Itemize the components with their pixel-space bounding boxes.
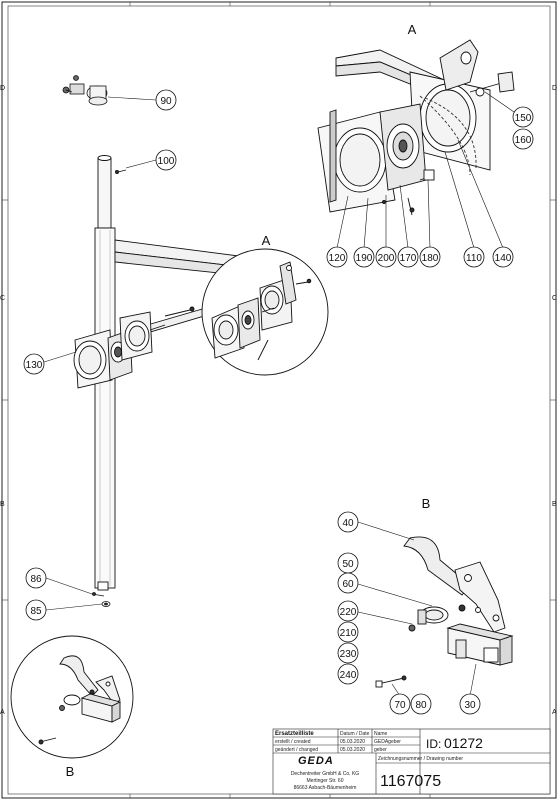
tb-col-date: Datum / Date xyxy=(340,731,370,737)
callout-80[interactable]: 80 xyxy=(410,693,432,715)
tb-street: Mertinger Str. 60 xyxy=(307,778,344,784)
callout-210[interactable]: 210 xyxy=(337,621,359,643)
zone-right-b: B xyxy=(552,501,557,508)
callouts: 90 100 130 86 85 150 160 120 190 200 170… xyxy=(23,89,534,715)
assembly-b xyxy=(375,536,514,688)
zone-left-b: B xyxy=(0,501,5,508)
svg-text:50: 50 xyxy=(342,559,354,570)
mast xyxy=(94,155,116,591)
svg-text:90: 90 xyxy=(160,96,172,107)
tb-drawing-label: Zeichnungsnummer / Drawing number xyxy=(378,756,463,762)
svg-text:85: 85 xyxy=(30,606,42,617)
title-block-text: Ersatzteilliste Datum / Date Name erstel… xyxy=(275,731,483,791)
svg-text:150: 150 xyxy=(515,113,532,124)
callout-86[interactable]: 86 xyxy=(25,567,47,589)
callout-90[interactable]: 90 xyxy=(155,89,177,111)
tb-row2-label: geändert / changed xyxy=(275,747,318,753)
callout-70[interactable]: 70 xyxy=(389,693,411,715)
title-block xyxy=(272,728,551,795)
detail-circle-a xyxy=(201,248,329,376)
callout-140[interactable]: 140 xyxy=(492,246,514,268)
callout-100[interactable]: 100 xyxy=(155,149,177,171)
callout-220[interactable]: 220 xyxy=(337,600,359,622)
callout-60[interactable]: 60 xyxy=(337,572,359,594)
tb-company: Dechentreiter GmbH & Co. KG xyxy=(291,771,359,777)
tb-col-name: Name xyxy=(374,731,388,737)
callout-200[interactable]: 200 xyxy=(375,246,397,268)
pulley-130 xyxy=(73,306,195,389)
svg-text:220: 220 xyxy=(340,607,357,618)
tb-drawing-number: 1167075 xyxy=(380,773,441,790)
zone-right-a: A xyxy=(552,709,557,716)
svg-text:80: 80 xyxy=(415,700,427,711)
svg-text:160: 160 xyxy=(515,135,532,146)
tb-id-label: ID: xyxy=(426,737,441,751)
svg-text:140: 140 xyxy=(495,253,512,264)
view-label-b-circle: B xyxy=(66,764,75,779)
svg-text:70: 70 xyxy=(394,700,406,711)
callout-50[interactable]: 50 xyxy=(337,552,359,574)
svg-text:100: 100 xyxy=(158,156,175,167)
callout-120[interactable]: 120 xyxy=(326,246,348,268)
svg-text:30: 30 xyxy=(464,700,476,711)
callout-230[interactable]: 230 xyxy=(337,642,359,664)
tb-row2-name: geber xyxy=(374,747,387,753)
geda-logo: GEDA xyxy=(298,755,334,767)
view-label-a-detail: A xyxy=(262,233,271,248)
zone-left-d: D xyxy=(0,85,5,92)
tb-row1-date: 05.03.2020 xyxy=(340,739,365,745)
callout-160[interactable]: 160 xyxy=(512,128,534,150)
tb-heading: Ersatzteilliste xyxy=(275,731,314,737)
tb-row1-label: erstellt / created xyxy=(275,739,311,745)
assembly-a-large xyxy=(317,39,515,216)
view-label-b-right: B xyxy=(422,496,431,511)
svg-text:230: 230 xyxy=(340,649,357,660)
callout-150[interactable]: 150 xyxy=(512,106,534,128)
svg-text:86: 86 xyxy=(30,574,42,585)
svg-text:200: 200 xyxy=(378,253,395,264)
zone-right-d: D xyxy=(552,85,557,92)
screw-100 xyxy=(115,169,127,174)
svg-text:120: 120 xyxy=(329,253,346,264)
svg-text:60: 60 xyxy=(342,579,354,590)
tb-id-value: 01272 xyxy=(444,735,483,751)
svg-text:130: 130 xyxy=(26,360,43,371)
svg-text:170: 170 xyxy=(400,253,417,264)
leader-lines xyxy=(43,91,515,697)
svg-text:180: 180 xyxy=(422,253,439,264)
zone-right-c: C xyxy=(552,295,557,302)
svg-text:210: 210 xyxy=(340,628,357,639)
callout-170[interactable]: 170 xyxy=(397,246,419,268)
view-label-a-top: A xyxy=(408,22,417,37)
callout-180[interactable]: 180 xyxy=(419,246,441,268)
zone-left-c: C xyxy=(0,295,5,302)
callout-110[interactable]: 110 xyxy=(463,246,485,268)
callout-190[interactable]: 190 xyxy=(353,246,375,268)
svg-text:190: 190 xyxy=(356,253,373,264)
callout-240[interactable]: 240 xyxy=(337,663,359,685)
callout-30[interactable]: 30 xyxy=(459,693,481,715)
svg-text:110: 110 xyxy=(466,253,482,264)
svg-text:240: 240 xyxy=(340,670,357,681)
callout-130[interactable]: 130 xyxy=(23,353,45,375)
tb-city: 86663 Asbach-Bäumenheim xyxy=(294,785,357,791)
callout-85[interactable]: 85 xyxy=(25,599,47,621)
tb-row1-name: GEDAgeber xyxy=(374,739,401,745)
svg-text:40: 40 xyxy=(342,518,354,529)
tb-row2-date: 05.03.2020 xyxy=(340,747,365,753)
callout-40[interactable]: 40 xyxy=(337,511,359,533)
zone-left-a: A xyxy=(0,709,5,716)
clamp-part-90 xyxy=(62,75,108,106)
detail-circle-b xyxy=(10,635,134,759)
zone-letters: D C B A D C B A xyxy=(0,85,557,716)
